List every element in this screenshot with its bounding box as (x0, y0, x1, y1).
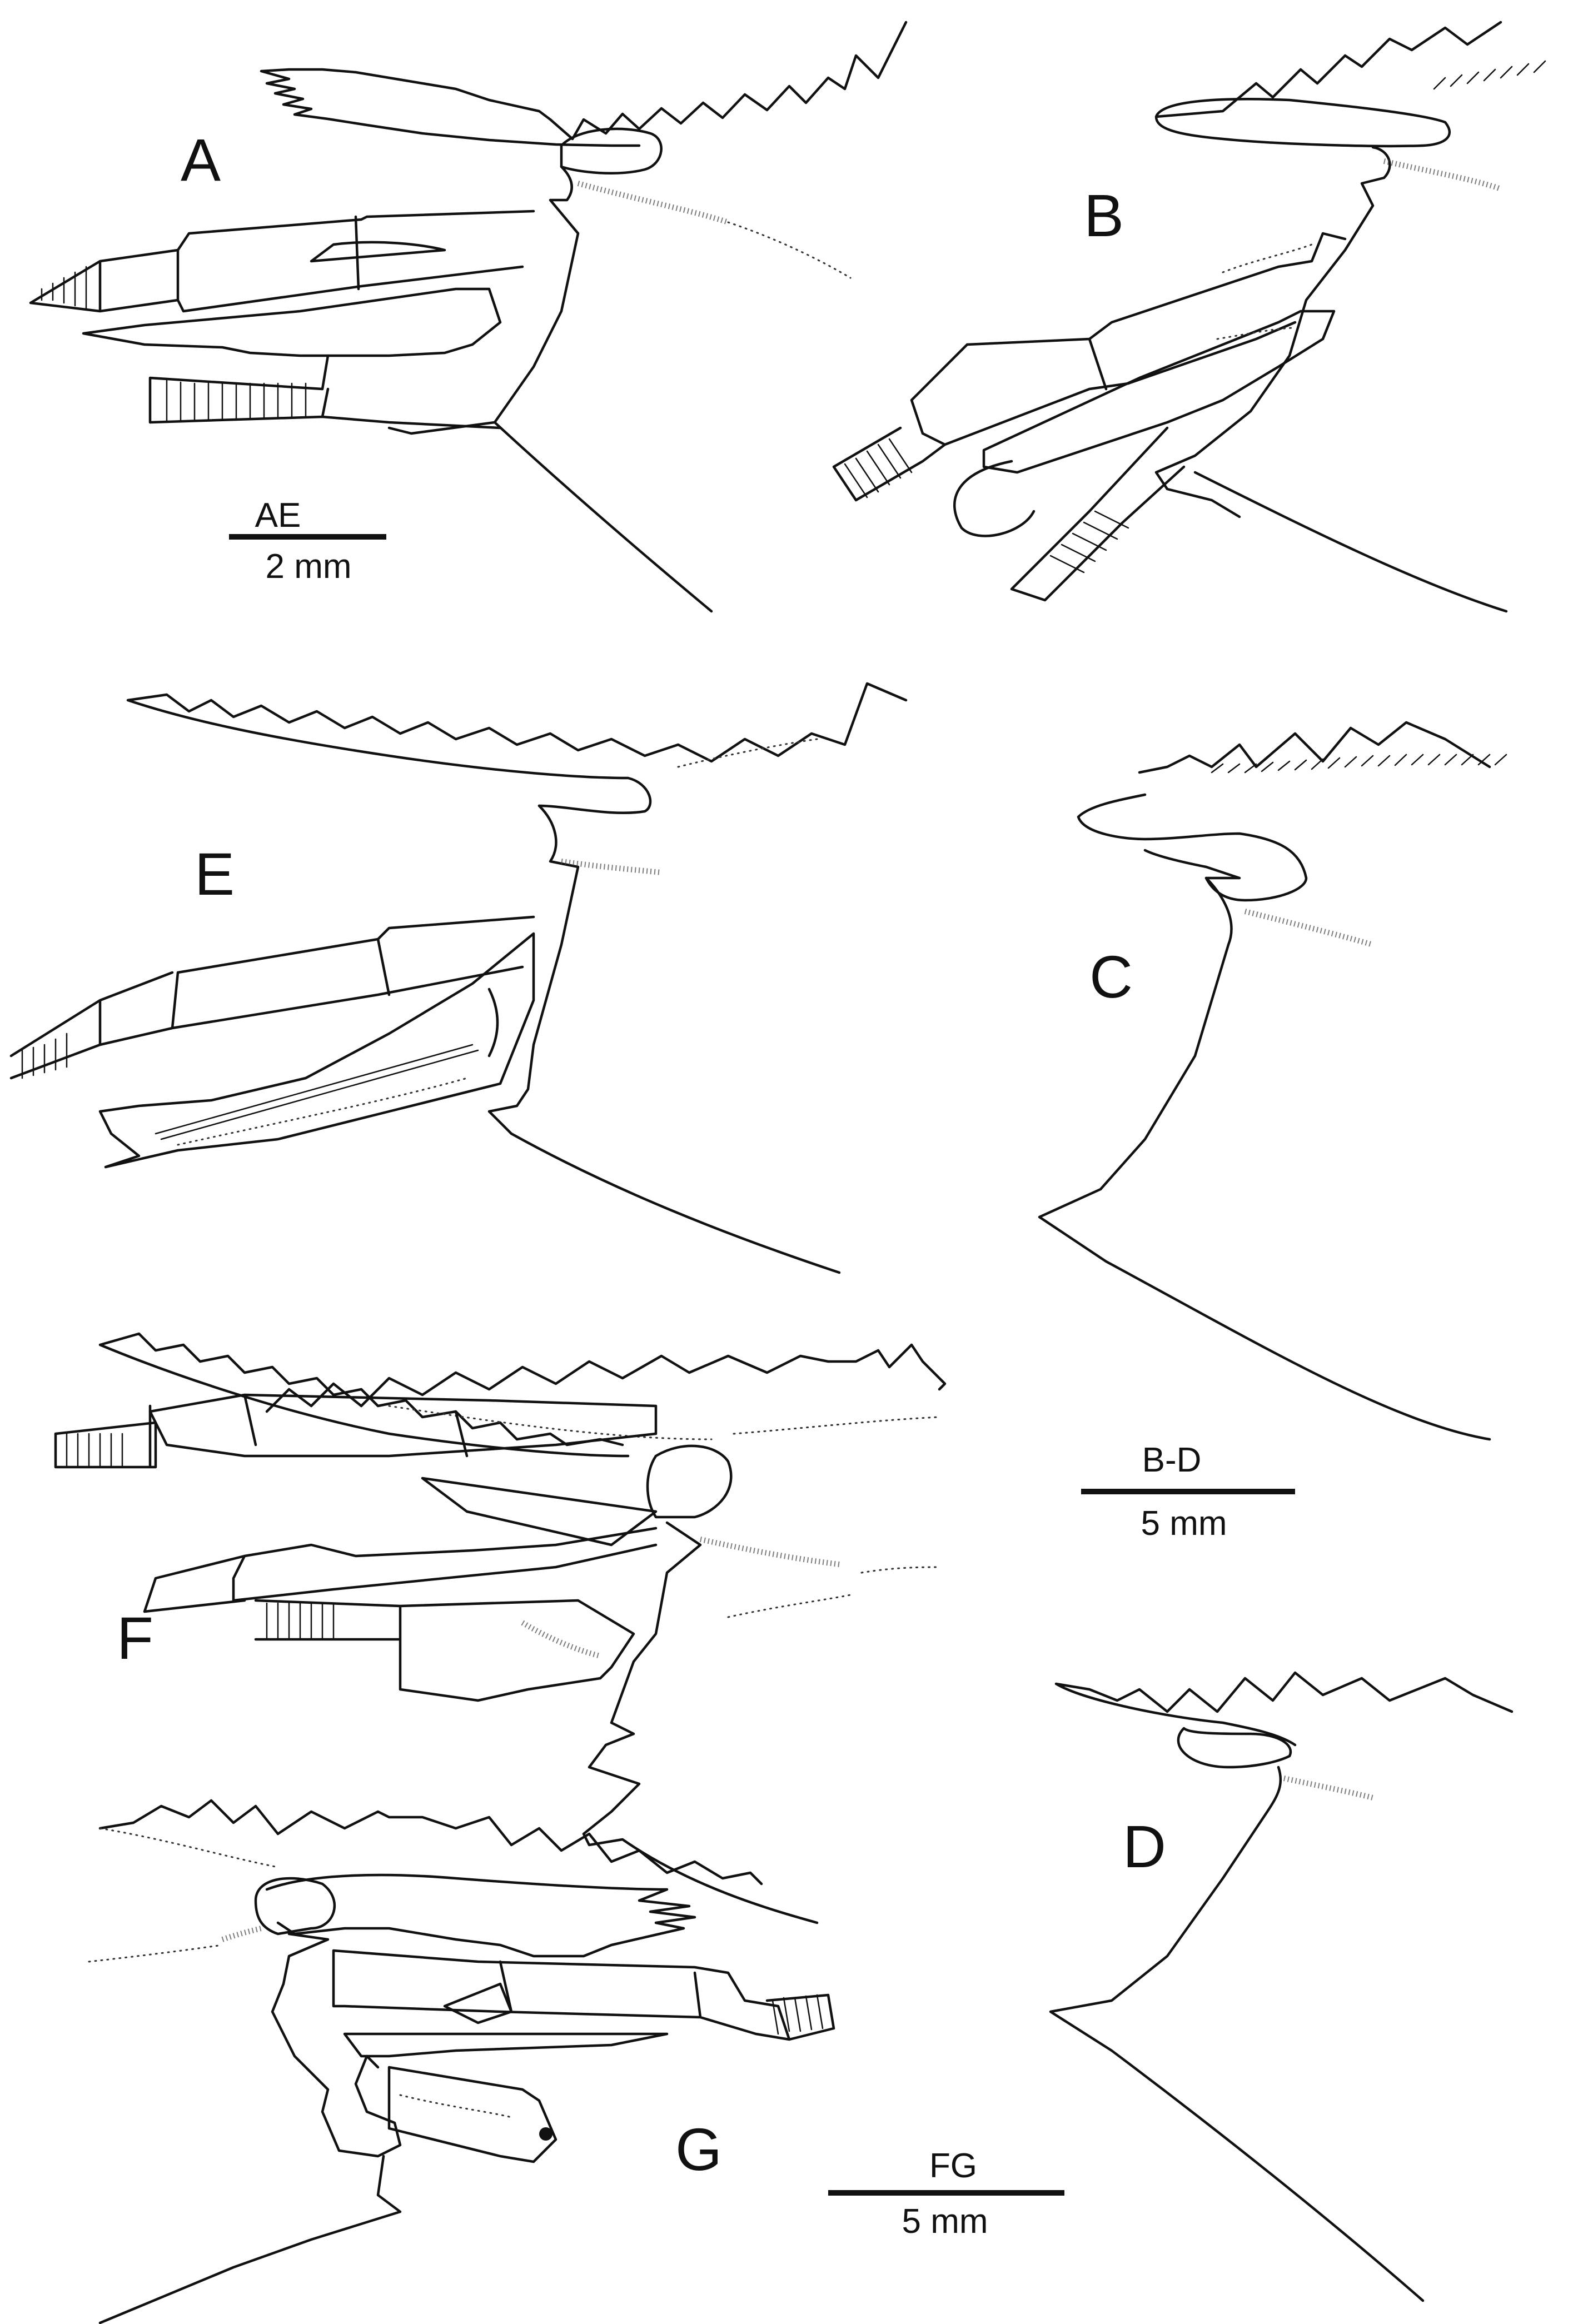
panel-b-peduncle (832, 232, 1347, 502)
panel-d-drawing (1049, 1671, 1514, 2302)
panel-e-segments (21, 1033, 68, 1079)
panel-g-antenna-tip-mark (539, 2127, 552, 2141)
panel-f-drawing (54, 1332, 947, 1924)
scale-bar-ae-label: AE (255, 496, 301, 535)
panel-g-eye (254, 1877, 336, 1936)
panel-f-shading (699, 1537, 840, 1567)
panel-a-peduncle-lower (148, 354, 502, 430)
scale-bar-fg: FG 5 mm (828, 2147, 1064, 2241)
scale-bar-fg-length: 5 mm (902, 2202, 988, 2241)
panel-f-peduncle (54, 1404, 658, 1613)
scale-bar-fg-label: FG (929, 2147, 977, 2185)
panel-g-dotted-top (99, 1827, 279, 1868)
panel-a-dotted (727, 221, 852, 279)
panel-a-carapace (387, 165, 713, 613)
panel-b-antenna-seg (1049, 510, 1129, 573)
panel-a-shading (577, 181, 729, 225)
scale-bar-ae-length: 2 mm (266, 547, 352, 586)
panel-b-dotted (1216, 243, 1313, 340)
panel-a-scaphocerite (82, 241, 502, 357)
panel-e-inner-line (155, 1044, 479, 1140)
panel-g-peduncle (332, 1949, 835, 2041)
panel-b-antenna (1010, 426, 1186, 602)
panel-e-dotted-top (677, 738, 818, 768)
panel-c-rostrum (1077, 721, 1491, 902)
panel-e-scaphocerite (98, 932, 535, 1169)
panel-e-peduncle (9, 915, 535, 1080)
panel-c-label: C (1089, 943, 1133, 1010)
panel-f-dotted-top (388, 1405, 940, 1440)
panel-b-setae (1433, 60, 1546, 90)
panel-b-drawing (832, 21, 1546, 613)
panel-f-dotted (727, 1566, 940, 1618)
panel-a-segments (41, 266, 87, 310)
scale-bar-bd-length: 5 mm (1141, 1504, 1227, 1543)
panel-d-shading (1283, 1776, 1374, 1801)
panel-f-segments (66, 1433, 123, 1468)
panel-g-antenna (387, 2066, 557, 2163)
panel-e-rostrum (126, 682, 908, 815)
panel-g-label: G (675, 2116, 722, 2183)
panel-c-carapace (1038, 876, 1491, 1441)
panel-f-shading-lower (521, 1620, 601, 1659)
panel-g-drawing (88, 1799, 835, 2324)
panel-g-carapace (98, 1932, 402, 2324)
panel-g-segments (771, 1994, 824, 2035)
scale-bar-bd: B-D 5 mm (1081, 1441, 1295, 1543)
panel-d-label: D (1123, 1813, 1166, 1880)
panel-a-label: A (181, 126, 221, 193)
panel-f-rostrum (98, 1332, 947, 1458)
panel-b-shading (1383, 158, 1502, 192)
panel-c-drawing (1038, 721, 1507, 1441)
panel-e-dotted (177, 1077, 468, 1146)
panel-g-rostrum (98, 1799, 763, 1958)
panel-d-rostrum (1054, 1671, 1514, 1769)
panel-f-antenna-seg (266, 1602, 335, 1640)
panel-f-eye (646, 1444, 733, 1519)
panel-b-segments (844, 438, 913, 498)
panel-a-eye (560, 127, 663, 175)
panel-g-scaphocerite (343, 1982, 669, 2058)
panel-b-label: B (1084, 182, 1124, 249)
scale-bar-ae: AE 2 mm (229, 496, 386, 586)
panel-g-dotted-left (88, 1944, 223, 1963)
panel-f-carapace (582, 1521, 819, 1924)
panel-b-carapace (1154, 146, 1508, 613)
panel-g-shading (221, 1926, 262, 1942)
panel-f-scaphocerite (148, 1393, 658, 1547)
panel-b-scaphocerite (953, 310, 1336, 537)
panel-e-label: E (195, 840, 235, 907)
panel-a-drawing (29, 21, 908, 613)
panel-b-rostrum (1154, 21, 1502, 148)
panel-c-setae (1211, 754, 1507, 774)
panel-d-carapace (1049, 1766, 1425, 2302)
panel-e-carapace (487, 804, 841, 1274)
panel-a-peduncle-upper (29, 210, 535, 313)
panel-c-shading (1244, 909, 1374, 947)
panel-e-drawing (9, 682, 908, 1274)
scale-bar-bd-label: B-D (1142, 1441, 1202, 1479)
panel-g-dotted-inner (399, 2094, 512, 2118)
panel-e-shading (561, 859, 662, 875)
panel-f-label: F (117, 1604, 153, 1672)
panel-a-segments-lower (166, 380, 307, 423)
panel-a-rostrum (260, 21, 908, 147)
panel-f-antenna (254, 1599, 635, 1702)
